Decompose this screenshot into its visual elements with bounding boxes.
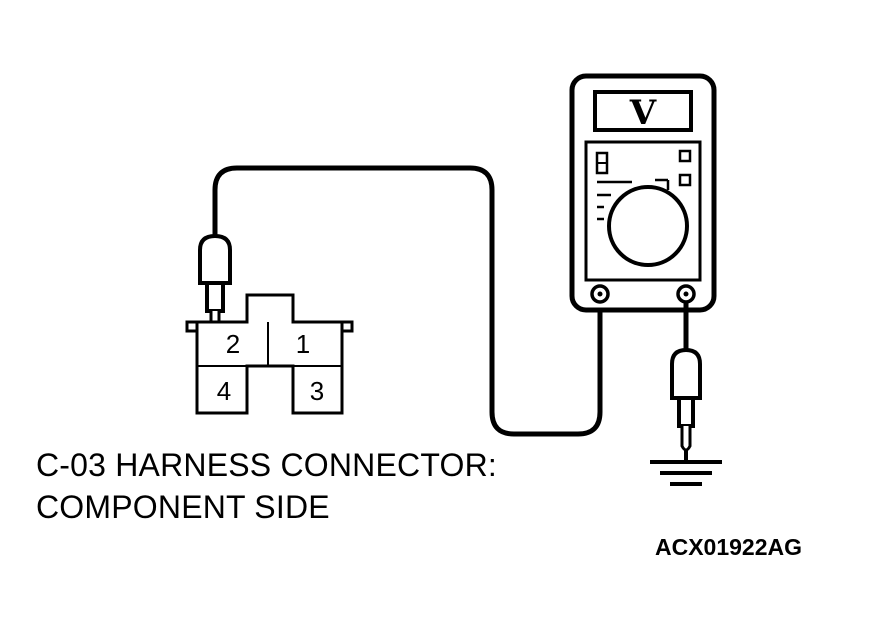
caption-line-1: C-03 HARNESS CONNECTOR:	[36, 447, 497, 483]
figure-code: ACX01922AG	[655, 534, 803, 560]
caption-line-2: COMPONENT SIDE	[36, 489, 330, 525]
meter-button-upper-icon	[678, 149, 692, 163]
pin-label-4: 4	[217, 376, 231, 406]
meter-display-label: V	[629, 93, 657, 133]
test-lead-wire	[212, 165, 603, 437]
connector-latch-right	[340, 320, 354, 333]
multimeter: V	[569, 73, 717, 313]
pin-label-3: 3	[310, 376, 324, 406]
harness-connector: 2 1 4 3	[185, 293, 354, 415]
meter-display	[593, 90, 693, 132]
pin-label-1: 1	[296, 329, 310, 359]
connector-latch-left	[185, 320, 199, 333]
pin-label-2: 2	[226, 329, 240, 359]
ground-symbol-icon	[650, 450, 722, 486]
probe-connector-side	[198, 233, 232, 331]
ground-probe-lead	[670, 302, 702, 452]
meter-rotary-dial	[607, 185, 689, 267]
connector-caption: C-03 HARNESS CONNECTOR: COMPONENT SIDE	[36, 444, 497, 528]
meter-range-marks	[597, 178, 670, 221]
meter-button-lower-icon	[678, 173, 692, 187]
